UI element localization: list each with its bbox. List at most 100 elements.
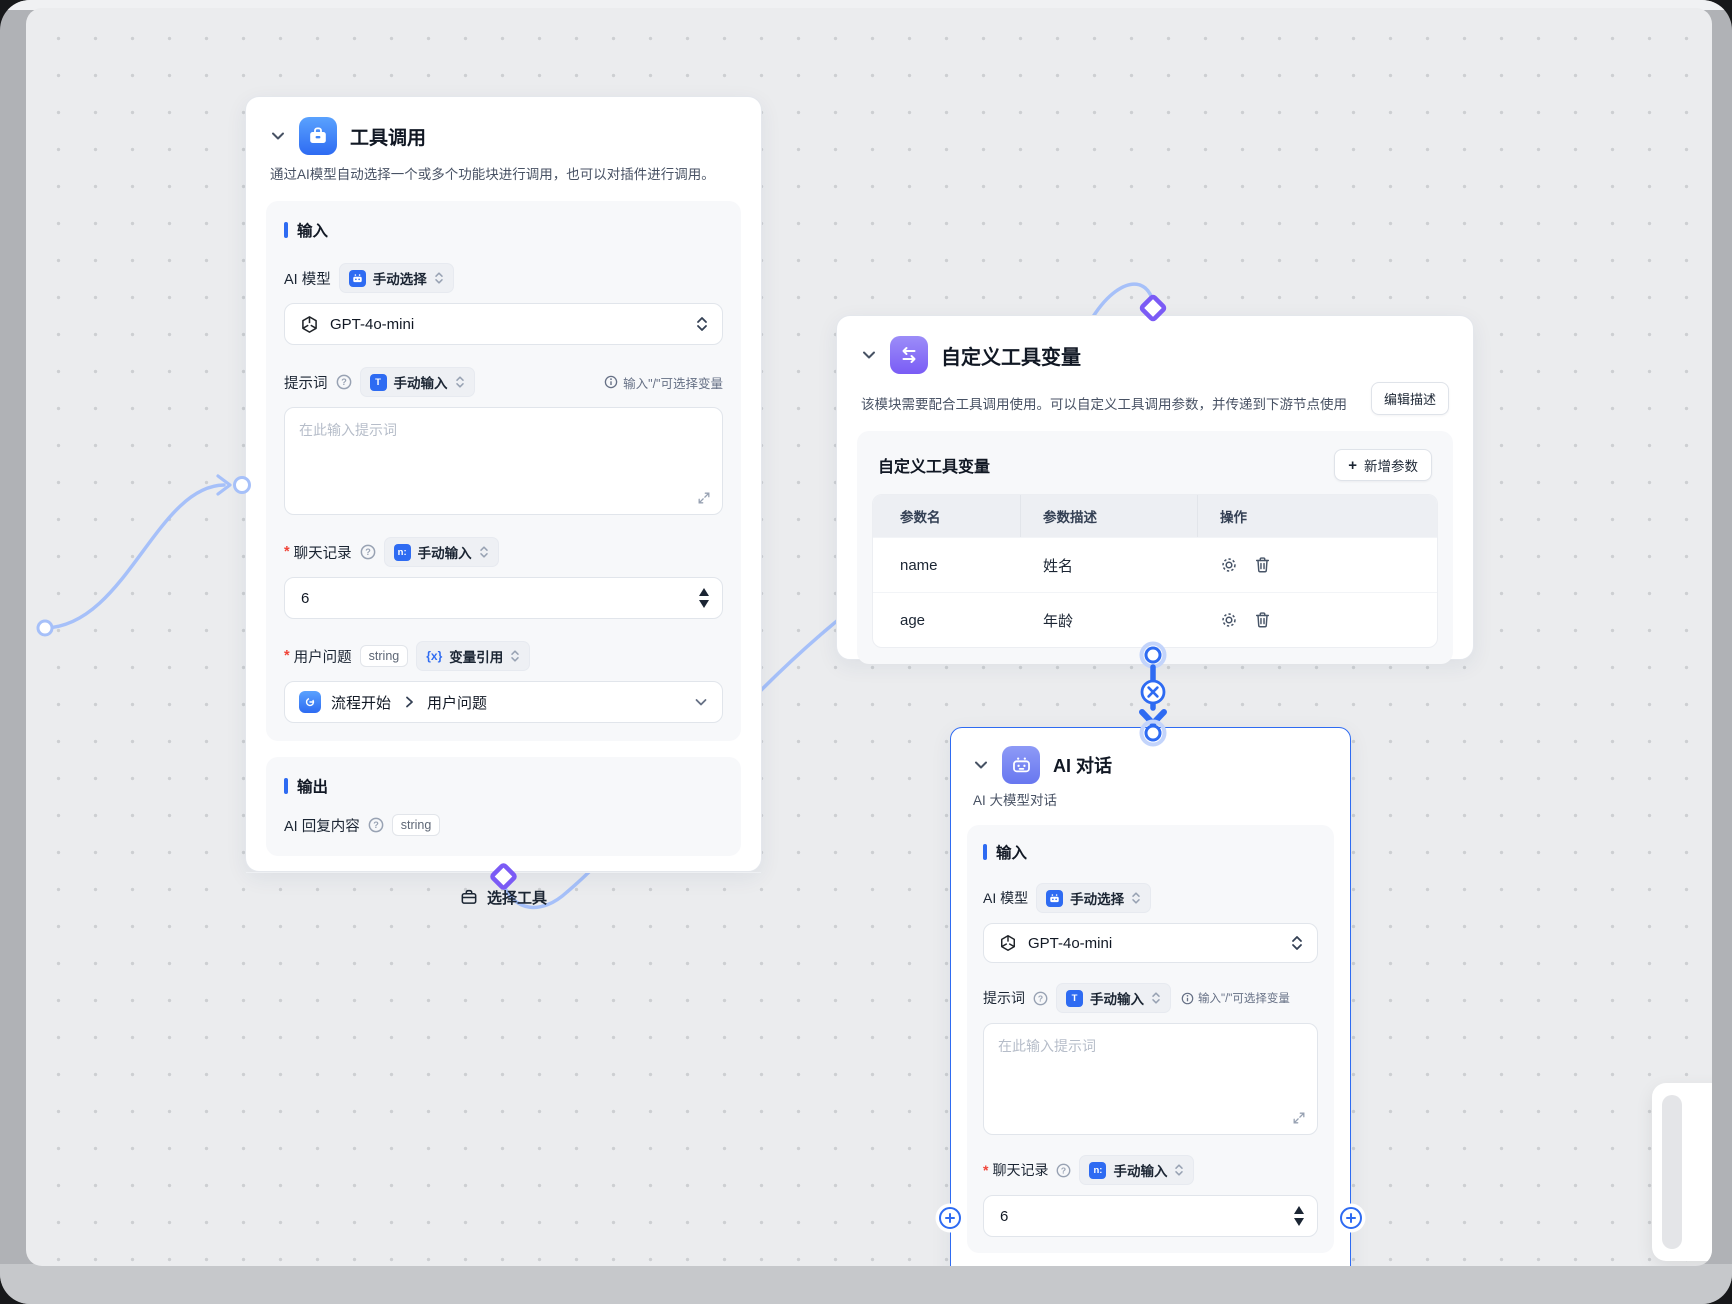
history-count-input[interactable] <box>301 589 625 607</box>
parameters-table: 参数名 参数描述 操作 name 姓名 age 年龄 <box>872 494 1438 648</box>
svg-text:?: ? <box>365 547 371 557</box>
history-mode-label: 手动输入 <box>417 546 472 562</box>
model-select[interactable]: GPT-4o-mini <box>284 303 723 346</box>
variable-ref-label: 变量引用 <box>449 650 504 666</box>
unlink-badge[interactable] <box>1140 679 1166 705</box>
prompt-label: 提示词 <box>284 375 328 392</box>
output-section-head: 输出 <box>284 775 723 797</box>
step-up-icon[interactable] <box>699 588 709 597</box>
window-bezel-bottom <box>0 1264 1732 1304</box>
collapse-chevron-icon[interactable] <box>973 757 989 773</box>
side-panel-widget[interactable] <box>1652 1083 1712 1261</box>
robot-icon <box>1046 889 1064 907</box>
history-count-stepper[interactable] <box>983 1195 1318 1238</box>
tool-input-panel: 输入 AI 模型 手动选择 GPT-4o-mini <box>266 201 741 742</box>
info-icon <box>604 376 618 389</box>
chat-history-label: 聊天记录 <box>293 545 352 562</box>
variable-value-select[interactable]: 流程开始 用户问题 <box>284 681 723 724</box>
section-bar <box>284 222 288 239</box>
stepper-arrows[interactable] <box>1294 1196 1304 1236</box>
updown-chevron-icon <box>479 546 488 558</box>
variable-ref-badge[interactable]: {x} 变量引用 <box>416 641 531 672</box>
select-tool-label: 选择工具 <box>486 889 547 907</box>
prompt-mode-badge[interactable]: T 手动输入 <box>359 367 475 398</box>
variables-panel: 自定义工具变量 + 新增参数 参数名 参数描述 操作 name 姓名 <box>857 431 1453 664</box>
add-connection-right-button[interactable] <box>1340 1207 1362 1229</box>
section-bar <box>983 844 987 861</box>
string-type-badge: string <box>359 645 409 668</box>
ai-model-row: AI 模型 手动选择 <box>284 263 723 294</box>
prompt-label: 提示词 <box>983 990 1025 1007</box>
flow-canvas[interactable]: 工具调用 通过AI模型自动选择一个或多个功能块进行调用，也可以对插件进行调用。 … <box>26 8 1712 1266</box>
openai-logo-icon <box>1001 935 1015 952</box>
settings-gear-icon[interactable] <box>1220 556 1238 574</box>
help-icon[interactable]: ? <box>1056 1163 1071 1178</box>
chat-history-row: * 聊天记录 ? n: 手动输入 <box>284 537 723 568</box>
prompt-mode-label: 手动输入 <box>1090 992 1144 1008</box>
user-question-label: 用户问题 <box>293 649 352 666</box>
model-mode-badge[interactable]: 手动选择 <box>1036 883 1152 914</box>
step-up-icon[interactable] <box>1294 1206 1304 1215</box>
output-label: AI 回复内容 <box>284 818 360 835</box>
node-title: 工具调用 <box>350 127 427 149</box>
trash-icon[interactable] <box>1254 611 1271 629</box>
prompt-textarea[interactable]: 在此输入提示词 <box>983 1023 1318 1136</box>
chat-input-panel: 输入 AI 模型 手动选择 GPT-4o-mini <box>967 825 1334 1254</box>
variables-panel-title: 自定义工具变量 <box>878 459 991 476</box>
col-operations: 操作 <box>1198 495 1437 537</box>
select-tool-button[interactable]: 选择工具 <box>246 872 761 921</box>
step-down-icon[interactable] <box>699 600 709 609</box>
tool-call-node[interactable]: 工具调用 通过AI模型自动选择一个或多个功能块进行调用，也可以对插件进行调用。 … <box>245 96 762 907</box>
history-mode-badge[interactable]: n: 手动输入 <box>1079 1155 1195 1186</box>
collapse-chevron-icon[interactable] <box>861 347 877 363</box>
param-desc: 年龄 <box>1043 612 1074 630</box>
node-title: AI 对话 <box>1053 756 1113 776</box>
expand-icon[interactable] <box>1292 1111 1306 1125</box>
history-mode-badge[interactable]: n: 手动输入 <box>383 537 499 568</box>
add-connection-left-button[interactable] <box>939 1207 961 1229</box>
add-parameter-label: 新增参数 <box>1364 459 1418 474</box>
trash-icon[interactable] <box>1254 556 1271 574</box>
arrow-down-icon <box>1139 709 1167 727</box>
edge-into-tool-node <box>43 483 226 630</box>
svg-text:?: ? <box>1061 1165 1066 1175</box>
add-parameter-button[interactable]: + 新增参数 <box>1334 449 1432 481</box>
model-select[interactable]: GPT-4o-mini <box>983 923 1318 964</box>
prompt-mode-label: 手动输入 <box>393 376 448 392</box>
expand-icon[interactable] <box>697 491 711 505</box>
custom-variables-node[interactable]: 自定义工具变量 该模块需要配合工具调用使用。可以自定义工具调用参数，并传递到下游… <box>836 315 1474 664</box>
required-mark: * <box>284 648 290 665</box>
prompt-textarea[interactable]: 在此输入提示词 <box>284 407 723 516</box>
input-section-head: 输入 <box>284 219 723 241</box>
variable-icon: {x} <box>426 649 443 664</box>
param-name: age <box>900 611 926 629</box>
help-icon[interactable]: ? <box>1033 991 1048 1006</box>
side-panel-handle[interactable] <box>1662 1095 1682 1249</box>
edge-arrowhead <box>216 474 232 496</box>
tool-output-panel: 输出 AI 回复内容 ? string <box>266 757 741 857</box>
edit-description-button[interactable]: 编辑描述 <box>1370 382 1449 415</box>
model-value: GPT-4o-mini <box>330 315 415 333</box>
help-icon[interactable]: ? <box>368 817 384 833</box>
model-mode-badge[interactable]: 手动选择 <box>338 263 454 294</box>
ai-model-label: AI 模型 <box>284 271 331 288</box>
table-row: name 姓名 <box>873 537 1437 592</box>
updown-chevron-icon <box>1132 892 1140 904</box>
prompt-mode-badge[interactable]: T 手动输入 <box>1056 983 1171 1014</box>
input-section-title: 输入 <box>996 845 1028 863</box>
step-down-icon[interactable] <box>1294 1218 1304 1227</box>
required-mark: * <box>983 1162 989 1179</box>
input-section-title: 输入 <box>297 223 329 241</box>
collapse-chevron-icon[interactable] <box>270 128 286 144</box>
help-icon[interactable]: ? <box>360 544 376 560</box>
ai-chat-node[interactable]: AI 对话 AI 大模型对话 输入 AI 模型 手动选择 <box>950 727 1351 1266</box>
history-count-input[interactable] <box>1000 1207 1241 1225</box>
prompt-hint: 输入"/"可选择变量 <box>604 373 723 392</box>
model-mode-label: 手动选择 <box>1070 892 1125 908</box>
help-icon[interactable]: ? <box>336 374 352 390</box>
ai-chat-header: AI 对话 <box>951 728 1350 784</box>
history-count-stepper[interactable] <box>284 577 723 620</box>
stepper-arrows[interactable] <box>699 578 709 618</box>
settings-gear-icon[interactable] <box>1220 611 1238 629</box>
